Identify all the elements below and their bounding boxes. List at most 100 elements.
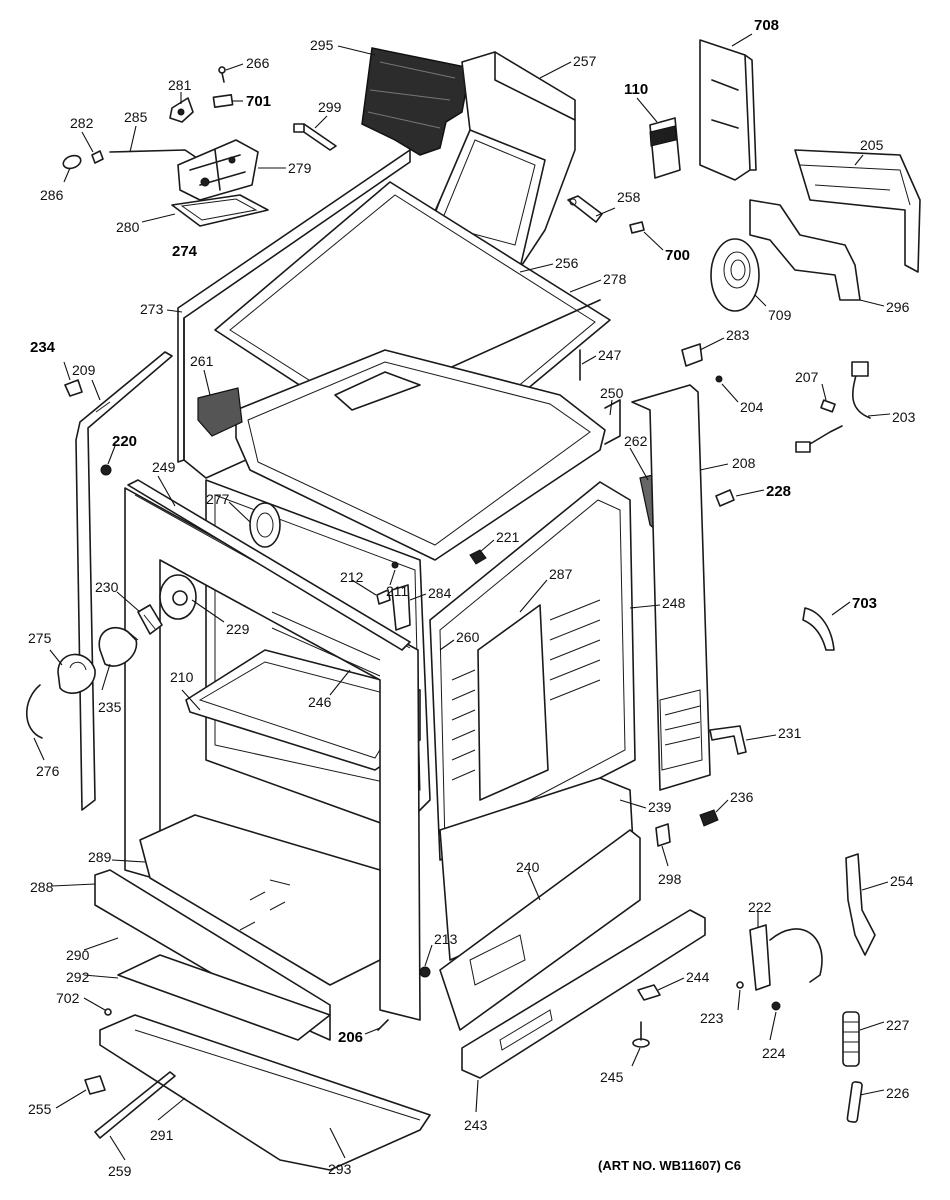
callout-230: 230 [95, 579, 119, 595]
callout-235: 235 [98, 699, 122, 715]
callout-207: 207 [795, 369, 819, 385]
callout-282: 282 [70, 115, 94, 131]
part-screw-211 [391, 561, 399, 569]
part-fuse-207 [820, 399, 836, 413]
callout-703: 703 [852, 595, 877, 612]
part-cover-709 [710, 238, 760, 312]
part-screw-702 [104, 1008, 112, 1016]
part-rail-243 [461, 909, 706, 1079]
callout-209: 209 [72, 362, 96, 378]
part-rack-246 [271, 611, 381, 677]
callout-701: 701 [246, 93, 271, 110]
part-tube-285 [109, 149, 201, 161]
callout-291: 291 [150, 1127, 174, 1143]
part-screw-204 [715, 375, 723, 383]
callout-276: 276 [36, 763, 60, 779]
part-cap-286 [62, 154, 82, 170]
callout-206: 206 [338, 1029, 363, 1046]
part-bulb-235 [98, 626, 139, 667]
callout-283: 283 [726, 327, 750, 343]
part-rail-240 [439, 829, 641, 1031]
callout-245: 245 [600, 1069, 624, 1085]
callout-281: 281 [168, 77, 192, 93]
callout-280: 280 [116, 219, 140, 235]
part-clip-228 [715, 489, 735, 507]
part-rod-291 [94, 1071, 176, 1139]
callout-243: 243 [464, 1117, 488, 1133]
part-bracket-254 [845, 853, 876, 956]
callout-266: 266 [246, 55, 270, 71]
callout-212: 212 [340, 569, 364, 585]
callout-210: 210 [170, 669, 194, 685]
callout-110: 110 [624, 81, 648, 98]
parts-drawing [26, 39, 921, 1171]
part-insulation-261 [197, 387, 243, 437]
callout-224: 224 [762, 1045, 786, 1061]
part-clip-701 [212, 93, 234, 109]
callout-244: 244 [686, 969, 710, 985]
part-lens-275 [57, 653, 96, 694]
part-leveler-245 [632, 1021, 650, 1048]
part-clip-236 [699, 809, 719, 827]
callout-260: 260 [456, 629, 480, 645]
part-liner-292 [117, 954, 331, 1041]
part-clip-212 [376, 589, 391, 605]
part-trim-703 [802, 607, 835, 651]
callout-239: 239 [648, 799, 672, 815]
callout-262: 262 [624, 433, 648, 449]
part-clip-700 [629, 221, 645, 234]
part-clip-276 [26, 684, 43, 739]
callout-226: 226 [886, 1085, 910, 1101]
callout-213: 213 [434, 931, 458, 947]
callout-250: 250 [600, 385, 624, 401]
callout-273: 273 [140, 301, 164, 317]
part-side-panel-209 [75, 351, 173, 811]
part-screw-266 [218, 66, 226, 83]
art-number-caption: (ART NO. WB11607) C6 [598, 1158, 741, 1173]
callout-288: 288 [30, 879, 54, 895]
callout-254: 254 [890, 873, 914, 889]
callout-228: 228 [766, 483, 791, 500]
callout-289: 289 [88, 849, 112, 865]
part-screw-223 [736, 981, 744, 989]
part-drawer-bottom-289 [139, 814, 381, 986]
part-strip-250 [604, 399, 621, 445]
callout-261: 261 [190, 353, 214, 369]
callout-220: 220 [112, 433, 137, 450]
callout-249: 249 [152, 459, 176, 475]
part-socket-230 [137, 604, 163, 635]
callout-285: 285 [124, 109, 148, 125]
callout-234: 234 [30, 339, 56, 356]
callout-236: 236 [730, 789, 754, 805]
callout-700: 700 [665, 247, 690, 264]
part-electrode-299 [293, 123, 337, 151]
callout-284: 284 [428, 585, 452, 601]
callout-277: 277 [206, 491, 230, 507]
callout-298: 298 [658, 871, 682, 887]
callout-203: 203 [892, 409, 916, 425]
part-bracket-281 [169, 97, 194, 123]
callout-259: 259 [108, 1163, 132, 1179]
callout-296: 296 [886, 299, 910, 315]
callout-257: 257 [573, 53, 597, 69]
part-link-258 [567, 195, 603, 223]
callout-222: 222 [748, 899, 772, 915]
callout-275: 275 [28, 630, 52, 646]
part-housing-708 [699, 39, 757, 181]
part-screw-220 [100, 464, 112, 476]
callout-247: 247 [598, 347, 622, 363]
callout-295: 295 [310, 37, 334, 53]
part-drawer-base-293 [99, 1014, 431, 1171]
part-orifice-282 [91, 150, 104, 164]
part-flange-229 [159, 574, 197, 620]
callout-258: 258 [617, 189, 641, 205]
part-vent-260 [451, 669, 476, 781]
part-burner-assembly [171, 139, 269, 227]
part-clip-244 [637, 984, 661, 1001]
part-bracket-205 [794, 149, 921, 273]
callout-292: 292 [66, 969, 90, 985]
callout-211: 211 [386, 583, 409, 599]
callout-205: 205 [860, 137, 884, 153]
part-screw-213 [419, 966, 431, 978]
